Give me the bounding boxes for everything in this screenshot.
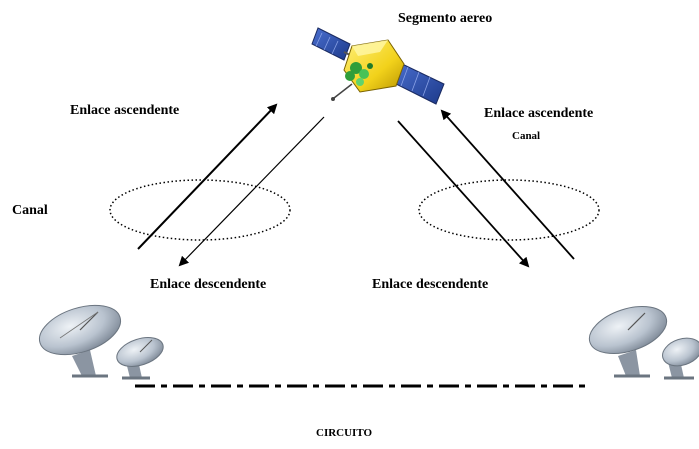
uplink-right-label: Enlace ascendente <box>484 106 594 121</box>
downlink-left-arrow <box>178 116 325 267</box>
satellite-dish-right-icon <box>588 306 699 380</box>
channel-left-label: Canal <box>12 203 48 218</box>
downlink-left-label: Enlace descendente <box>150 277 267 292</box>
uplink-right-arrow <box>440 109 575 260</box>
uplink-left-label: Enlace ascendente <box>70 103 180 118</box>
satellite-icon <box>311 27 445 105</box>
uplink-left-arrow <box>137 103 278 250</box>
downlink-right-arrow <box>397 120 530 268</box>
channel-left-ellipse <box>109 179 291 241</box>
downlink-right-label: Enlace descendente <box>372 277 489 292</box>
satellite-dish-left-icon <box>38 304 164 380</box>
channel-small-label: Canal <box>512 130 541 142</box>
circuit-label: CIRCUITO <box>316 427 373 439</box>
satellite-title-label: Segmento aereo <box>398 11 493 26</box>
channel-right-ellipse <box>418 179 600 241</box>
